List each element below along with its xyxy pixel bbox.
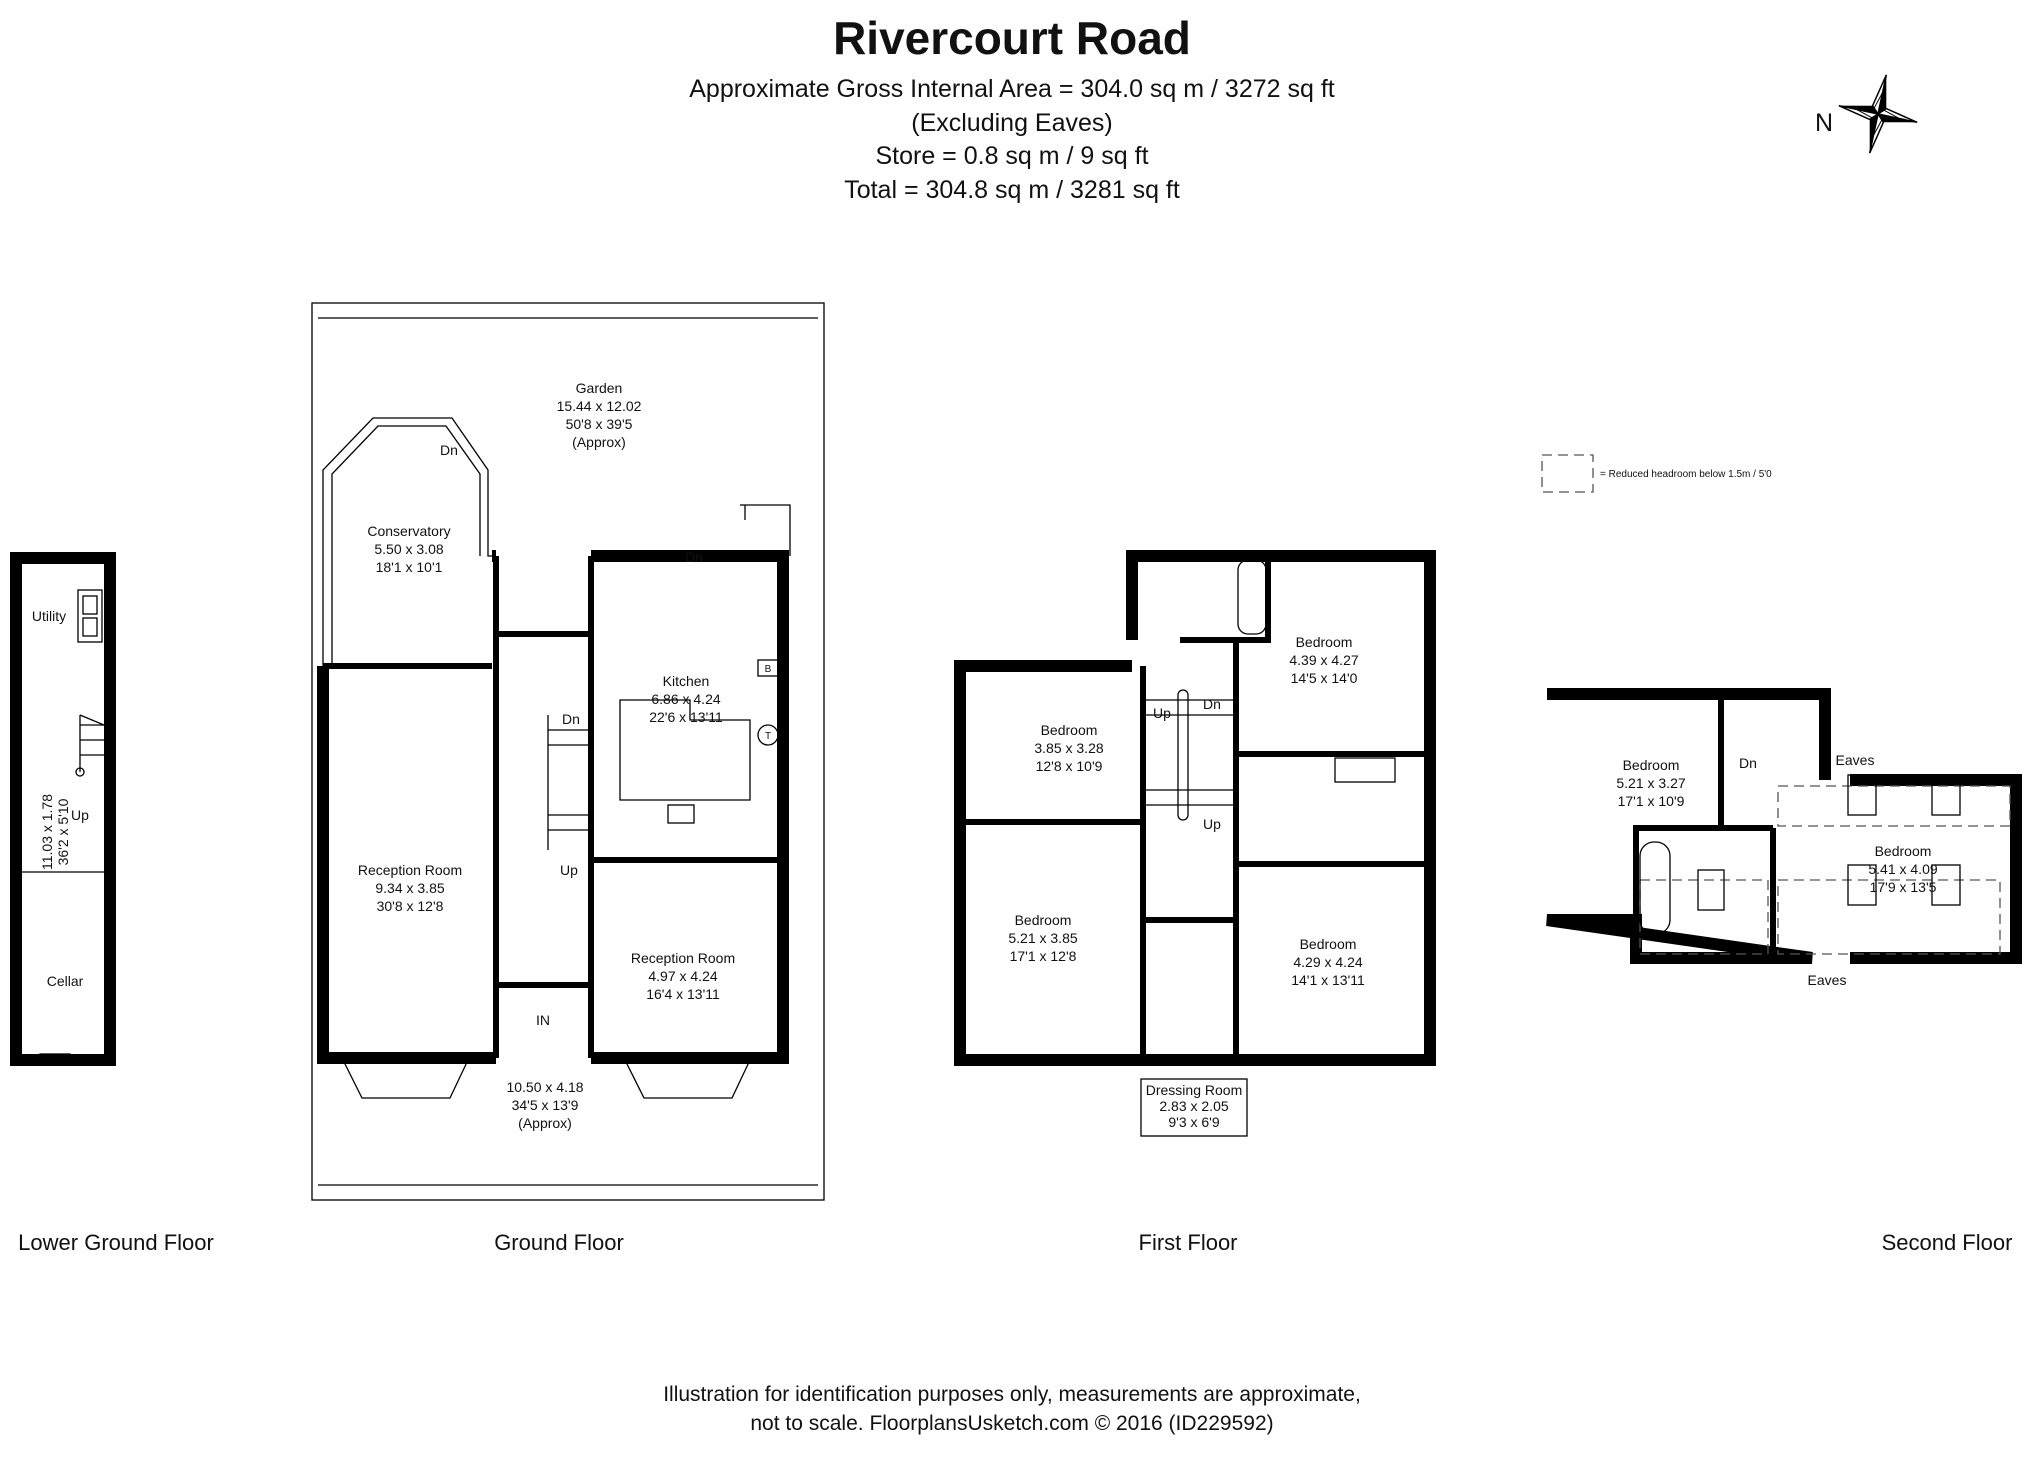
lower-ground-dims-ft: 36'2 x 5'10: [55, 798, 71, 865]
floor-label-first: First Floor: [1139, 1230, 1238, 1255]
room-garden-name: Garden: [576, 380, 623, 396]
room-first-bed3-ft: 17'1 x 12'8: [1010, 948, 1077, 964]
area-line-1: Approximate Gross Internal Area = 304.0 …: [689, 75, 1335, 103]
lower-ground-plan: [10, 552, 116, 1066]
room-first-bed2-ft: 14'5 x 14'0: [1291, 670, 1358, 686]
legend-swatch: [1541, 454, 1594, 493]
room-first-bed4-ft: 14'1 x 13'11: [1291, 972, 1365, 988]
lower-ground-dims-m: 11.03 x 1.78: [39, 794, 55, 870]
room-reception1-name: Reception Room: [358, 862, 462, 878]
room-first-bed4-m: 4.29 x 4.24: [1293, 954, 1362, 970]
eaves-top-label: Eaves: [1836, 752, 1875, 768]
front-garden-ft: 34'5 x 13'9: [512, 1097, 579, 1113]
room-garden-ft: 50'8 x 39'5: [566, 416, 633, 432]
room-utility-label: Utility: [32, 608, 66, 624]
room-reception1-ft: 30'8 x 12'8: [377, 898, 444, 914]
boiler-label: B: [765, 664, 772, 675]
room-second-bed2-name: Bedroom: [1875, 843, 1932, 859]
room-reception2-name: Reception Room: [631, 950, 735, 966]
dressing-room-callout: [1140, 1078, 1248, 1137]
room-cellar-label: Cellar: [47, 973, 84, 989]
room-dressing-name: Dressing Room: [1146, 1082, 1242, 1098]
room-second-bed1-name: Bedroom: [1623, 757, 1680, 773]
conservatory-dn-label: Dn: [440, 442, 458, 458]
second-floor-plan: [1546, 688, 2022, 964]
room-dressing-ft: 9'3 x 6'9: [1168, 1114, 1219, 1130]
stairs-up-label: Up: [71, 807, 89, 823]
room-dressing-m: 2.83 x 2.05: [1159, 1098, 1228, 1114]
legend-text: = Reduced headroom below 1.5m / 5'0: [1600, 469, 1772, 480]
room-conservatory-m: 5.50 x 3.08: [374, 541, 443, 557]
kitchen-dn-label: Dn: [685, 549, 703, 565]
disclaimer-line-1: Illustration for identification purposes…: [663, 1383, 1361, 1406]
entrance-in-label: IN: [536, 1012, 550, 1028]
floor-label-lower-ground: Lower Ground Floor: [18, 1230, 214, 1255]
front-garden-note: (Approx): [518, 1115, 572, 1131]
area-line-3: Store = 0.8 sq m / 9 sq ft: [875, 142, 1148, 170]
first-dn-label: Dn: [1203, 696, 1221, 712]
hall-up-label: Up: [560, 862, 578, 878]
first-up-label: Up: [1153, 705, 1171, 721]
room-reception2-ft: 16'4 x 13'11: [646, 986, 720, 1002]
room-second-bed2-m: 5.41 x 4.09: [1868, 861, 1937, 877]
hall-dn-label: Dn: [562, 711, 580, 727]
room-kitchen-m: 6.86 x 4.24: [651, 691, 720, 707]
room-first-bed1-ft: 12'8 x 10'9: [1036, 758, 1103, 774]
room-first-bed3-m: 5.21 x 3.85: [1008, 930, 1077, 946]
room-garden-note: (Approx): [572, 434, 626, 450]
floor-label-second: Second Floor: [1882, 1230, 2013, 1255]
room-first-bed1-name: Bedroom: [1041, 722, 1098, 738]
room-second-bed2-ft: 17'9 x 13'5: [1870, 879, 1937, 895]
room-first-bed1-m: 3.85 x 3.28: [1034, 740, 1103, 756]
eaves-bottom-label: Eaves: [1808, 972, 1847, 988]
room-first-bed2-m: 4.39 x 4.27: [1289, 652, 1358, 668]
room-second-bed1-ft: 17'1 x 10'9: [1618, 793, 1685, 809]
page-title: Rivercourt Road: [833, 12, 1191, 64]
room-reception1-m: 9.34 x 3.85: [375, 880, 444, 896]
room-conservatory-ft: 18'1 x 10'1: [376, 559, 443, 575]
room-first-bed3-name: Bedroom: [1015, 912, 1072, 928]
compass-north-label: N: [1815, 109, 1833, 137]
room-kitchen-name: Kitchen: [663, 673, 710, 689]
area-line-2: (Excluding Eaves): [911, 109, 1112, 137]
room-garden-m: 15.44 x 12.02: [557, 398, 642, 414]
area-line-4: Total = 304.8 sq m / 3281 sq ft: [844, 176, 1180, 204]
room-first-bed4-name: Bedroom: [1300, 936, 1357, 952]
room-kitchen-ft: 22'6 x 13'11: [649, 709, 723, 725]
room-first-bed2-name: Bedroom: [1296, 634, 1353, 650]
first-floor-plan: [954, 550, 1436, 1066]
first-up2-label: Up: [1203, 816, 1221, 832]
tank-label: T: [765, 731, 771, 742]
disclaimer-line-2: not to scale. FloorplansUsketch.com © 20…: [750, 1412, 1273, 1435]
room-reception2-m: 4.97 x 4.24: [648, 968, 717, 984]
second-dn-label: Dn: [1739, 755, 1757, 771]
floor-label-ground: Ground Floor: [494, 1230, 624, 1255]
room-second-bed1-m: 5.21 x 3.27: [1616, 775, 1685, 791]
compass-icon: [1838, 74, 1918, 154]
ground-floor-plan: [311, 302, 825, 1201]
front-garden-m: 10.50 x 4.18: [506, 1079, 583, 1095]
room-conservatory-name: Conservatory: [367, 523, 450, 539]
